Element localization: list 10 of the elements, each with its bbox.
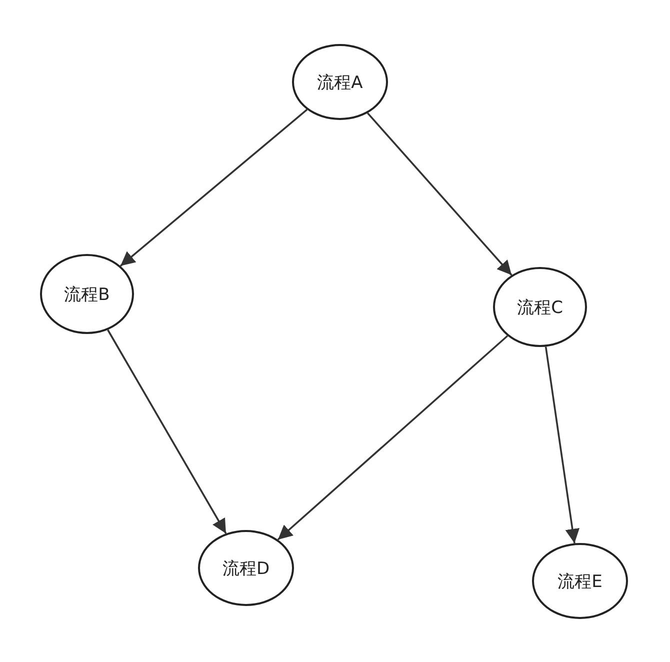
arrow (366, 112, 512, 276)
node-label: 流程E (558, 570, 602, 592)
node-label: 流程D (222, 558, 270, 580)
arrow (544, 346, 580, 544)
arrow (277, 335, 508, 540)
node-label: 流程A (317, 72, 363, 94)
node-label: 流程C (517, 296, 563, 318)
node-label: 流程B (64, 284, 110, 306)
arrow (120, 108, 308, 267)
arrow (107, 329, 227, 534)
